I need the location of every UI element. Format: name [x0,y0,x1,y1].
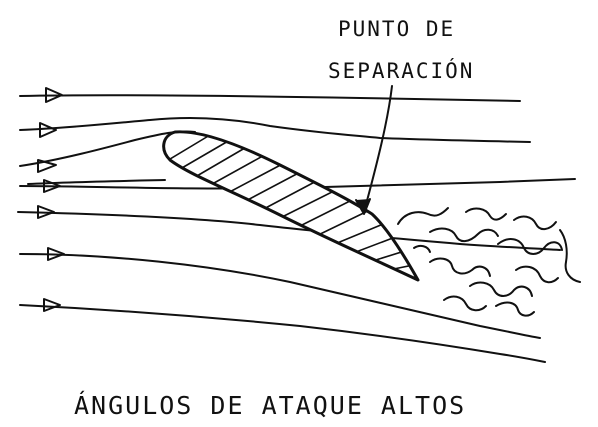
flow-arrow-icon [43,298,61,312]
flow-arrow-icon [45,87,63,103]
airfoil-outline [162,130,420,282]
flow-arrow-icon [37,159,57,173]
turbulence-squiggle [443,295,487,312]
streamlines [17,94,576,363]
streamline-1 [19,94,521,102]
turbulence-squiggle [515,265,559,284]
annotation-line-2: SEPARACIÓN [328,58,474,83]
pointer-arrow-line [363,85,393,213]
turbulence-squiggle [497,238,563,255]
flow-arrow-icon [37,205,55,219]
turbulence-wake [397,207,581,317]
turbulence-squiggle [429,257,491,277]
annotation-line-1: PUNTO DE [338,17,455,41]
streamline-5 [19,178,576,190]
turbulence-squiggle [465,207,507,221]
streamline-2 [19,117,531,143]
annotation-pointer [355,85,393,215]
airfoil [162,130,420,282]
turbulence-squiggle [429,227,499,242]
turbulence-squiggle [559,229,581,283]
turbulence-squiggle [469,281,533,297]
streamline-8 [19,304,546,363]
flow-arrows [37,87,65,312]
streamline-7 [19,253,541,339]
turbulence-squiggle [413,244,431,253]
streamline-4 [27,179,166,185]
flow-arrow-icon [43,179,61,193]
turbulence-squiggle [495,301,535,317]
flow-arrow-icon [39,122,57,138]
diagram-caption: ÁNGULOS DE ATAQUE ALTOS [74,391,466,420]
turbulence-squiggle [397,207,449,225]
flow-arrow-icon [47,247,65,261]
pointer-arrowhead-icon [355,198,371,215]
turbulence-squiggle [513,215,557,230]
